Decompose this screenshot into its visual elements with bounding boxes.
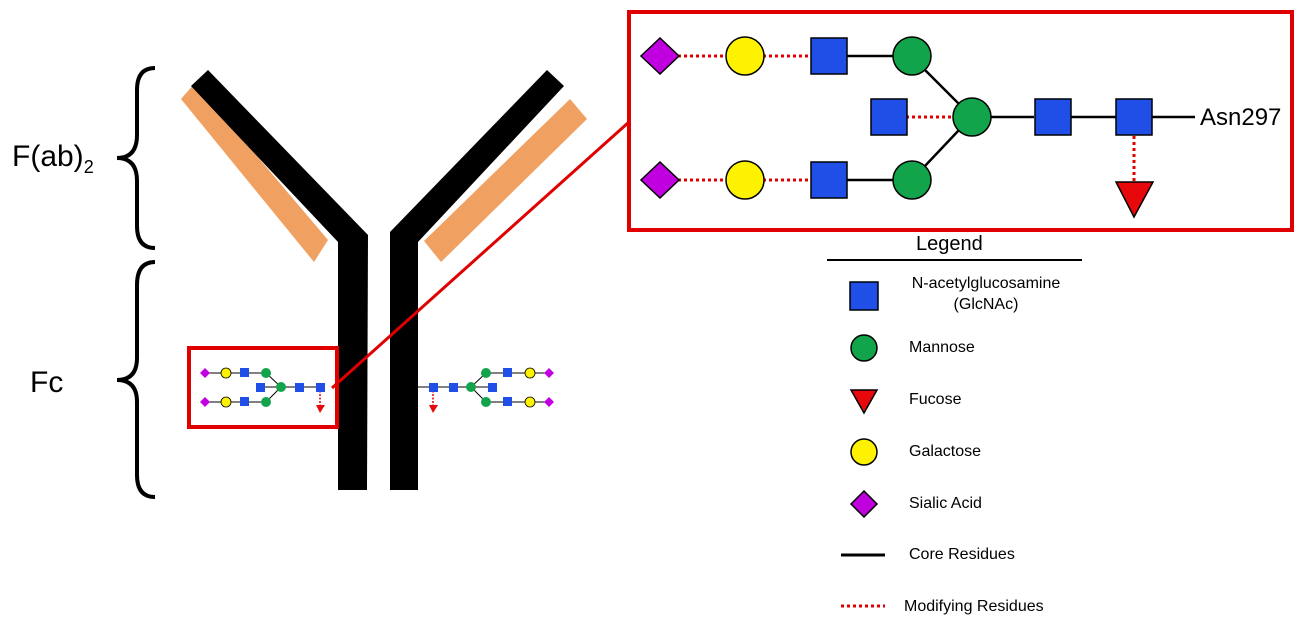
galactose-icon — [524, 396, 536, 408]
glcnac-icon — [488, 383, 497, 392]
sialic-acid-icon — [200, 368, 210, 378]
legend-title: Legend — [916, 233, 983, 255]
heavy-chain-left — [191, 70, 368, 490]
legend-label-galactose: Galactose — [909, 443, 982, 460]
legend-label-glcnac: N-acetylglucosamine (GlcNAc) — [906, 274, 1066, 316]
fab-label-main: F(ab) — [12, 140, 84, 173]
legend-label-sialic-acid: Sialic Acid — [909, 495, 982, 512]
fucose-icon — [429, 405, 438, 413]
glcnac-icon — [240, 397, 249, 406]
galactose-icon — [220, 396, 232, 408]
glcnac-icon — [810, 161, 848, 199]
mannose-icon — [481, 368, 491, 378]
glcnac-icon — [449, 383, 458, 392]
legend-sialic-acid-icon — [849, 489, 879, 519]
glcnac-icon — [503, 368, 512, 377]
fab-label-subscript: 2 — [83, 157, 94, 177]
mannose-icon — [481, 397, 491, 407]
light-chain-right — [424, 99, 587, 262]
mannose-icon — [261, 397, 271, 407]
fab-brace — [116, 66, 156, 250]
legend-label-glcnac-line2: (GlcNAc) — [953, 295, 1019, 313]
legend-glcnac-icon — [849, 281, 879, 311]
sialic-acid-icon — [639, 36, 681, 76]
legend-label-fucose: Fucose — [909, 391, 962, 408]
fc-label: Fc — [30, 366, 64, 399]
mannose-icon — [892, 36, 932, 76]
fucose-icon — [316, 405, 325, 413]
mannose-icon — [276, 382, 286, 392]
zoom-connector-line — [330, 120, 631, 390]
sialic-acid-icon — [544, 397, 554, 407]
legend-mannose-icon — [850, 334, 878, 362]
glcnac-icon — [1034, 98, 1072, 136]
glcnac-icon — [429, 383, 438, 392]
legend-label-glcnac-line1: N-acetylglucosamine — [911, 275, 1061, 292]
fc-brace — [116, 260, 156, 499]
small-glycan-right — [418, 367, 554, 413]
glcnac-icon — [256, 383, 265, 392]
mannose-icon — [952, 97, 992, 137]
light-chain-left — [181, 83, 328, 262]
legend-fucose-icon — [849, 389, 879, 415]
small-glycan-left — [200, 367, 325, 413]
glcnac-icon — [316, 383, 325, 392]
mannose-icon — [466, 382, 476, 392]
glcnac-icon — [240, 368, 249, 377]
fucose-icon — [1114, 181, 1155, 219]
zoomed-glycan — [639, 36, 1195, 219]
legend-label-mannose: Mannose — [909, 339, 975, 356]
glcnac-icon — [1115, 98, 1153, 136]
galactose-icon — [725, 36, 765, 76]
glcnac-icon — [870, 98, 908, 136]
fab-label: F(ab)2 — [12, 140, 94, 177]
galactose-icon — [725, 160, 765, 200]
fc-glycan-highlight-box — [187, 346, 339, 429]
heavy-chain-right — [390, 70, 564, 490]
glcnac-icon — [503, 397, 512, 406]
mannose-icon — [892, 160, 932, 200]
sialic-acid-icon — [639, 160, 681, 200]
glcnac-icon — [810, 37, 848, 75]
legend-galactose-icon — [850, 438, 878, 466]
glcnac-icon — [295, 383, 304, 392]
galactose-icon — [524, 367, 536, 379]
zoomed-glycan-box — [627, 10, 1294, 232]
sialic-acid-icon — [200, 397, 210, 407]
galactose-icon — [220, 367, 232, 379]
mannose-icon — [261, 368, 271, 378]
asn297-label: Asn297 — [1200, 104, 1282, 131]
legend-label-core-residues: Core Residues — [909, 546, 1015, 563]
sialic-acid-icon — [544, 368, 554, 378]
legend-label-modifying-residues: Modifying Residues — [904, 598, 1044, 615]
